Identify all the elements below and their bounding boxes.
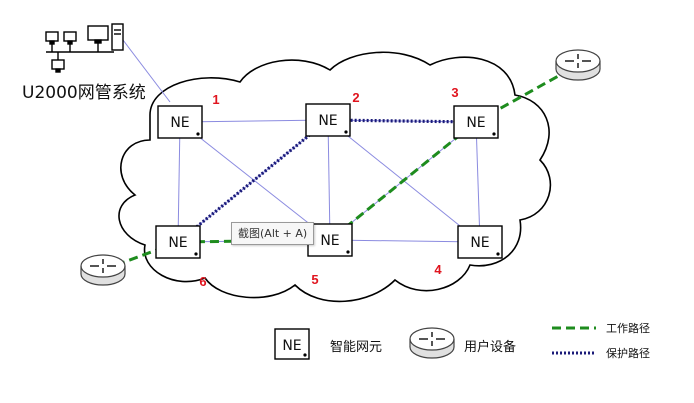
ne-node-number: 4 (434, 262, 442, 277)
ne-node-2: NE (305, 103, 351, 137)
legend-ne-box (274, 328, 310, 360)
ne-node-5: NE (307, 223, 353, 257)
ne-node-1: NE (157, 105, 203, 139)
ne-node-4: NE (457, 225, 503, 259)
link-3-4 (475, 121, 481, 243)
link-1-2 (179, 119, 329, 123)
ne-node-label: NE (470, 235, 489, 251)
ne-node-number: 2 (352, 90, 359, 105)
legend-router-icon (409, 327, 455, 359)
legend: NE 智能网元 用户设备 工作路径 保护路径 (274, 322, 650, 360)
ne-node-label: NE (170, 115, 189, 131)
ne-node-3: NE (453, 105, 499, 139)
link-2-5 (327, 119, 331, 241)
user-device-right-icon (555, 49, 601, 81)
ne-node-6: NE (155, 225, 201, 259)
legend-ne-label: 智能网元 (330, 340, 382, 355)
screenshot-tooltip: 截图(Alt + A) (231, 222, 315, 245)
legend-ne-text: NE (282, 338, 301, 354)
legend-device-label: 用户设备 (464, 339, 516, 355)
ne-node-number: 1 (212, 92, 219, 107)
link-1-5 (179, 121, 331, 241)
user-device-left-icon (80, 254, 126, 286)
ne-node-number: 6 (199, 274, 206, 289)
ne-node-number: 5 (311, 272, 318, 287)
legend-protection-label: 保护路径 (606, 346, 650, 360)
ne-node-label: NE (168, 235, 187, 251)
nms-link (122, 39, 171, 103)
link-4-5 (329, 239, 481, 243)
ne-node-label: NE (318, 113, 337, 129)
network-cloud (118, 51, 552, 303)
nodes-layer: NE 1NE 2NE 3NE 4 NE 5 NE 6 (155, 85, 503, 289)
computer-network-icon (45, 23, 124, 73)
legend-working-label: 工作路径 (606, 322, 650, 335)
ne-node-label: NE (320, 233, 339, 249)
link-1-6 (177, 121, 181, 243)
ne-node-number: 3 (451, 85, 458, 100)
ne-node-label: NE (466, 115, 485, 131)
nms-label: U2000网管系统 (22, 83, 146, 103)
legend-router-shape-icon (409, 327, 455, 359)
